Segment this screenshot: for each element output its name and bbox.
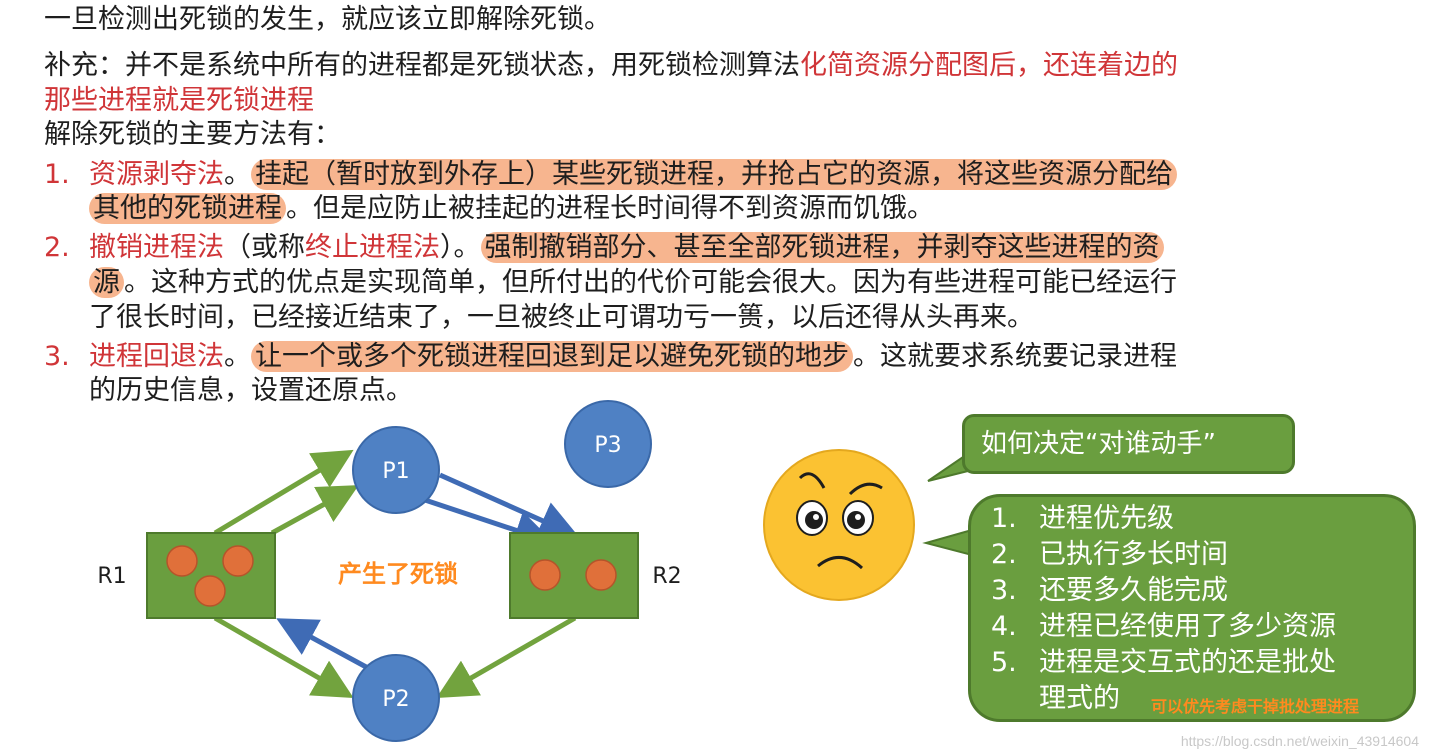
criteria-item-cont: 理式的 — [1039, 683, 1120, 714]
method-2-name: 撤销进程法 — [89, 232, 224, 263]
method-3-name: 进程回退法 — [89, 341, 224, 372]
criteria-text: 进程是交互式的还是批处 — [1039, 647, 1336, 678]
r1-token — [222, 545, 254, 577]
method-1-highlight-cont: 其他的死锁进程 — [89, 193, 286, 224]
criteria-text: 还要多久能完成 — [1039, 575, 1228, 606]
edge-r1-p1-a — [213, 449, 354, 536]
criteria-number: 5. — [991, 647, 1017, 678]
method-2-alt-name: 终止进程法 — [305, 232, 440, 263]
criteria-item: 3. 还要多久能完成 — [991, 573, 1228, 609]
method-2-number: 2. — [44, 232, 70, 263]
method-2-line3: 了很长时间，已经接近结束了，一旦被终止可谓功亏一篑，以后还得从头再来。 — [89, 302, 1034, 333]
methods-intro: 解除死锁的主要方法有： — [44, 119, 341, 150]
method-2-aka: （或称 — [224, 232, 305, 263]
watermark: https://blog.csdn.net/weixin_43914604 — [1180, 733, 1419, 749]
resource-r2 — [509, 532, 639, 619]
process-p2 — [352, 654, 440, 742]
resource-r1-label: R1 — [97, 564, 126, 589]
criteria-text: 进程已经使用了多少资源 — [1039, 611, 1336, 642]
method-2-highlight-cont: 源 — [89, 267, 124, 298]
supplement-highlight: 化简资源分配图后，还连着边的 — [800, 50, 1178, 81]
method-1-rest: 。但是应防止被挂起的进程长时间得不到资源而饥饿。 — [286, 193, 934, 224]
criteria-item: 1. 进程优先级 — [991, 501, 1174, 537]
method-1-line1: 资源剥夺法。挂起（暂时放到外存上）某些死锁进程，并抢占它的资源，将这些资源分配给 — [89, 158, 1177, 192]
criteria-number: 4. — [991, 611, 1017, 642]
criteria-bubble: 1. 进程优先级 2. 已执行多长时间 3. 还要多久能完成 4. 进程已经使用了多少资… — [968, 494, 1416, 722]
method-1-highlight: 挂起（暂时放到外存上）某些死锁进程，并抢占它的资源，将这些资源分配给 — [251, 159, 1177, 190]
criteria-item: 4. 进程已经使用了多少资源 — [991, 609, 1336, 645]
method-1-name: 资源剥夺法 — [89, 159, 224, 190]
supplement-highlight-cont: 那些进程就是死锁进程 — [44, 85, 314, 116]
criteria-text: 进程优先级 — [1039, 503, 1174, 534]
supplement-line: 补充：并不是系统中所有的进程都是死锁状态，用死锁检测算法化简资源分配图后，还连着… — [44, 49, 1178, 83]
method-2-sep: ）。 — [440, 232, 481, 263]
method-3-number: 3. — [44, 341, 70, 372]
edge-p2-r1 — [276, 618, 370, 671]
criteria-text: 已执行多长时间 — [1039, 539, 1228, 570]
process-p1 — [352, 426, 440, 514]
method-3-line1: 进程回退法。让一个或多个死锁进程回退到足以避免死锁的地步。这就要求系统要记录进程 — [89, 340, 1177, 374]
method-1-line2: 其他的死锁进程。但是应防止被挂起的进程长时间得不到资源而饥饿。 — [89, 192, 934, 226]
r1-token — [166, 545, 198, 577]
method-2-rest: 。这种方式的优点是实现简单，但所付出的代价可能会很大。因为有些进程可能已经运行 — [124, 267, 1177, 298]
process-p3 — [564, 400, 652, 488]
resource-allocation-graph: P1 P2 P3 R1 R2 产生了死锁 — [97, 400, 682, 742]
method-1-sep: 。 — [224, 159, 251, 190]
criteria-number: 2. — [991, 539, 1017, 570]
r2-token — [585, 559, 617, 591]
method-2-highlight: 强制撤销部分、甚至全部死锁进程，并剥夺这些进程的资 — [480, 232, 1164, 263]
tip-text: 可以优先考虑干掉批处理进程 — [1151, 697, 1360, 716]
deadlock-label: 产生了死锁 — [338, 560, 458, 588]
edge-r2-p2 — [436, 615, 577, 698]
criteria-item: 5. 进程是交互式的还是批处 — [991, 645, 1336, 681]
method-2-line2: 源。这种方式的优点是实现简单，但所付出的代价可能会很大。因为有些进程可能已经运行 — [89, 266, 1177, 300]
edge-r1-p1-b — [270, 485, 359, 536]
r1-token — [194, 575, 226, 607]
r2-token — [529, 559, 561, 591]
method-3-highlight: 让一个或多个死锁进程回退到足以避免死锁的地步 — [251, 341, 853, 372]
method-1-number: 1. — [44, 159, 70, 190]
method-3-sep: 。 — [224, 341, 251, 372]
process-p2-label: P2 — [382, 687, 409, 712]
process-p1-label: P1 — [382, 459, 409, 484]
edge-r1-p2 — [213, 615, 354, 698]
criteria-number: 3. — [991, 575, 1017, 606]
criteria-number: 1. — [991, 503, 1017, 534]
intro-line: 一旦检测出死锁的发生，就应该立即解除死锁。 — [44, 4, 611, 35]
resource-r2-label: R2 — [652, 564, 681, 589]
question-bubble: 如何决定“对谁动手” — [962, 414, 1295, 474]
supplement-text: 补充：并不是系统中所有的进程都是死锁状态，用死锁检测算法 — [44, 50, 800, 81]
method-3-rest: 。这就要求系统要记录进程 — [853, 341, 1177, 372]
method-2-line1: 撤销进程法（或称终止进程法）。强制撤销部分、甚至全部死锁进程，并剥夺这些进程的资 — [89, 231, 1164, 265]
criteria-item: 2. 已执行多长时间 — [991, 537, 1228, 573]
worried-face-icon — [763, 449, 915, 601]
process-p3-label: P3 — [594, 433, 621, 458]
method-3-line2: 的历史信息，设置还原点。 — [89, 375, 413, 406]
